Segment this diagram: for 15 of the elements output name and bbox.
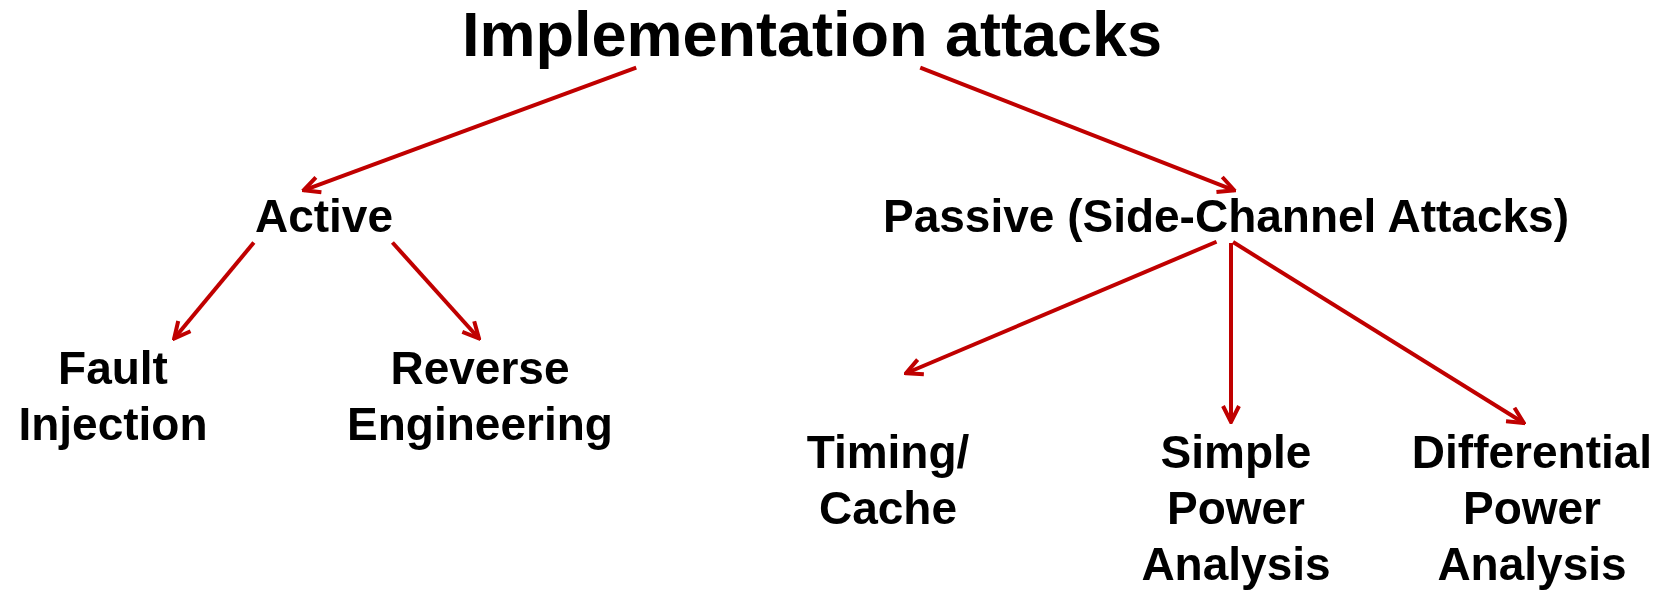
arrow	[904, 239, 1218, 377]
node-label: Simple Power Analysis	[1136, 424, 1336, 592]
node-label: Timing/ Cache	[788, 374, 988, 536]
node-label: Reverse Engineering	[330, 340, 630, 452]
arrow	[1231, 240, 1526, 425]
node-label: Active	[229, 191, 419, 241]
arrow	[301, 65, 637, 195]
node-label: Implementation attacks	[362, 1, 1262, 67]
node-label: Differential Power Analysis	[1404, 424, 1660, 592]
node-label: Passive (Side-Channel Attacks)	[856, 191, 1596, 241]
arrow	[919, 65, 1237, 194]
arrow	[390, 241, 481, 341]
arrow	[1221, 243, 1241, 424]
arrow	[172, 241, 256, 341]
node-label: Fault Injection	[3, 340, 223, 452]
